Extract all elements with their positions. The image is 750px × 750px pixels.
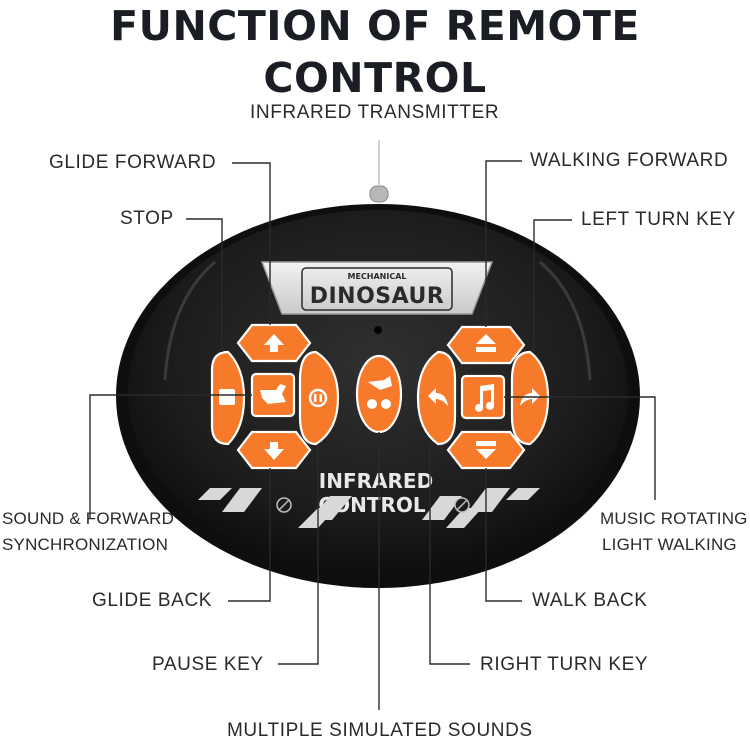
dino-sound-icon: [260, 384, 286, 404]
right-turn-button[interactable]: [416, 350, 457, 446]
leader-sound-forward: [89, 394, 252, 518]
label-left-turn-key: LEFT TURN KEY: [581, 209, 736, 230]
glide-back-button[interactable]: [236, 430, 312, 470]
label-sound-forward-sync: SOUND & FORWARD SYNCHRONIZATION: [2, 506, 174, 558]
label-music-rotating-light-walking: MUSIC ROTATING LIGHT WALKING: [600, 506, 748, 558]
arrow-down-icon: [264, 442, 284, 460]
stop-button[interactable]: [210, 350, 246, 446]
multiple-simulated-sounds-button[interactable]: [355, 354, 403, 434]
leader-music-rotating: [504, 396, 656, 500]
label-stop: STOP: [120, 208, 174, 229]
walk-forward-icon: [476, 334, 496, 352]
label-walking-forward: WALKING FORWARD: [530, 150, 729, 171]
leader-right-turn: [429, 444, 470, 665]
walk-back-icon: [476, 441, 496, 459]
label-music-rotating-line2: LIGHT WALKING: [602, 535, 737, 554]
page-title: FUNCTION OF REMOTE CONTROL: [110, 2, 640, 102]
ir-sensor-dot: [374, 326, 382, 334]
leader-stop: [186, 218, 223, 352]
label-sound-forward-line1: SOUND & FORWARD: [2, 509, 175, 528]
glide-forward-button[interactable]: [236, 323, 312, 363]
leader-lines: [89, 160, 656, 710]
hazard-stripes: [198, 488, 540, 528]
label-glide-forward: GLIDE FORWARD: [49, 152, 217, 173]
label-walk-back: WALK BACK: [532, 590, 648, 611]
leader-left-turn: [533, 219, 572, 352]
leader-glide-back: [228, 468, 271, 602]
leader-walking-forward: [485, 160, 522, 327]
pause-button[interactable]: [298, 350, 340, 446]
label-infrared-transmitter: INFRARED TRANSMITTER: [250, 102, 500, 123]
screw-icon: [454, 497, 470, 513]
label-pause-key: PAUSE KEY: [152, 654, 264, 675]
walking-forward-button[interactable]: [446, 325, 526, 365]
screw-icon: [276, 497, 292, 513]
leader-pause: [278, 444, 319, 665]
dino-roar-icon: [368, 376, 392, 390]
brand-top-text: MECHANICAL: [347, 272, 406, 281]
leader-walk-back: [485, 468, 522, 602]
music-rotating-light-walking-button[interactable]: [460, 374, 506, 420]
brand-plate: MECHANICAL DINOSAUR: [260, 261, 494, 315]
left-turn-button[interactable]: [510, 350, 550, 446]
sound-forward-sync-button[interactable]: [250, 372, 296, 418]
walk-back-button[interactable]: [446, 430, 526, 470]
label-music-rotating-line1: MUSIC ROTATING: [600, 509, 748, 528]
pause-icon: [308, 388, 328, 408]
label-right-turn-key: RIGHT TURN KEY: [480, 654, 649, 675]
label-glide-back: GLIDE BACK: [92, 590, 213, 611]
infrared-transmitter-antenna: [369, 140, 389, 203]
arrow-up-icon: [264, 334, 284, 352]
stop-icon: [219, 389, 235, 405]
music-note-icon: [475, 384, 494, 412]
label-multiple-simulated-sounds: MULTIPLE SIMULATED SOUNDS: [227, 720, 533, 741]
turn-arrow-icon: [428, 388, 448, 406]
leader-glide-forward: [232, 162, 271, 325]
brand-main-text: DINOSAUR: [310, 284, 445, 309]
infrared-control-text-line1: INFRARED: [319, 469, 433, 493]
label-sound-forward-line2: SYNCHRONIZATION: [2, 535, 169, 554]
